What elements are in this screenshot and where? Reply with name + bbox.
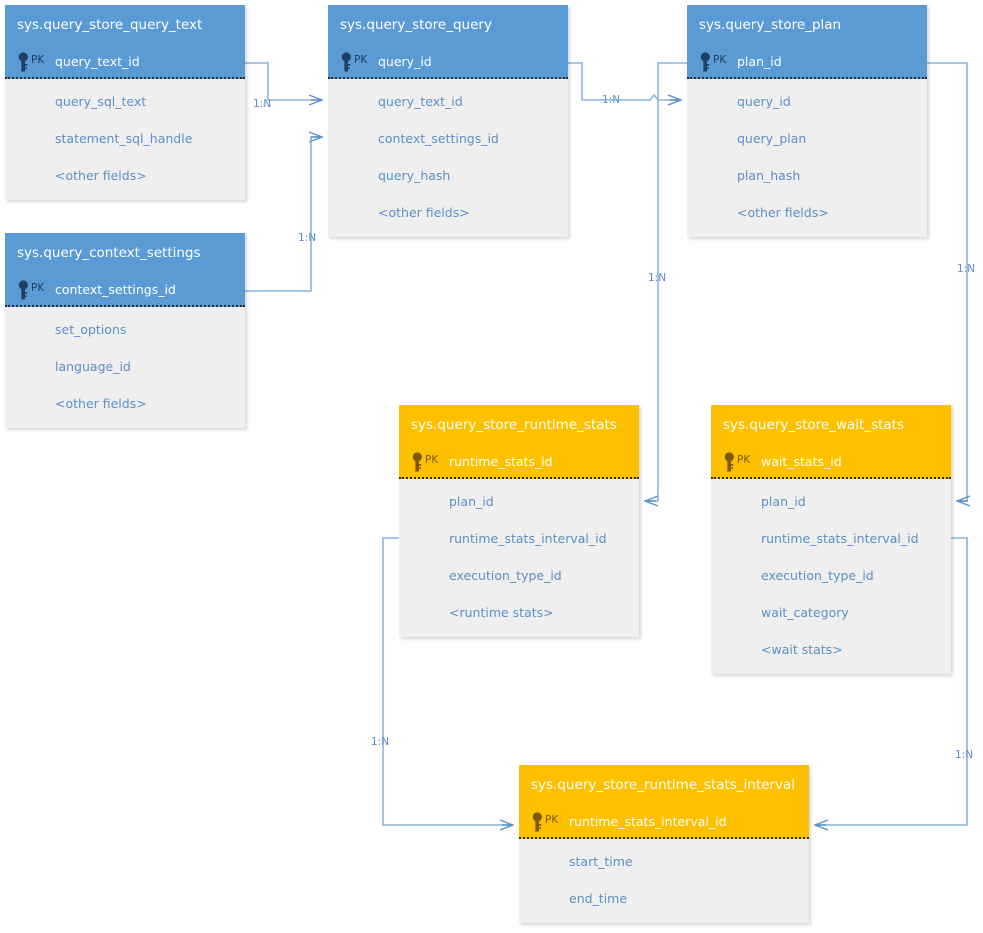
pk-tag: PK [354, 54, 368, 66]
cardinality-label-r3: 1:N [602, 94, 620, 106]
entity-title: sys.query_store_runtime_stats_interval [519, 765, 809, 805]
entity-field[interactable]: plan_hash [737, 168, 801, 183]
cardinality-label-r4: 1:N [648, 272, 666, 284]
pk-field-name: query_text_id [55, 54, 140, 69]
entity-field[interactable]: query_plan [737, 131, 807, 146]
relationship-plan-to-runtime-stats [645, 62, 687, 501]
entity-field[interactable]: query_id [737, 94, 791, 109]
relationship-query-text-to-query [245, 62, 322, 100]
entity-title: sys.query_store_query [328, 5, 568, 45]
entity-field[interactable]: <runtime stats> [449, 605, 554, 620]
pk-tag: PK [713, 54, 727, 66]
entity-field[interactable]: start_time [569, 854, 633, 869]
pk-tag: PK [737, 454, 751, 466]
entity-field[interactable]: runtime_stats_interval_id [449, 531, 607, 546]
entity-field[interactable]: set_options [55, 322, 127, 337]
pk-tag: PK [31, 282, 45, 294]
entity-field-list: query_id query_plan plan_hash <other fields… [687, 79, 927, 237]
primary-key-icon [412, 452, 422, 472]
cardinality-label-r7: 1:N [955, 749, 973, 761]
entity-field-list: query_text_id context_settings_id query_ha… [328, 79, 568, 237]
cardinality-label-r5: 1:N [957, 263, 975, 275]
entity-field[interactable]: <other fields> [55, 396, 147, 411]
primary-key-icon [700, 52, 710, 72]
entity-field[interactable]: query_text_id [378, 94, 463, 109]
entity-primary-key-row[interactable]: PK runtime_stats_id [399, 445, 639, 479]
pk-tag: PK [425, 454, 439, 466]
entity-field[interactable]: runtime_stats_interval_id [761, 531, 919, 546]
entity-field-list: start_time end_time [519, 839, 809, 923]
entity-field[interactable]: wait_category [761, 605, 849, 620]
entity-field[interactable]: language_id [55, 359, 131, 374]
pk-field-name: runtime_stats_interval_id [569, 814, 727, 829]
relationship-query-to-plan [568, 62, 681, 100]
entity-title: sys.query_store_wait_stats [711, 405, 951, 445]
entity-title: sys.query_context_settings [5, 233, 245, 273]
entity-field[interactable]: statement_sql_handle [55, 131, 193, 146]
primary-key-icon [18, 52, 28, 72]
pk-tag: PK [545, 814, 559, 826]
entity-field[interactable]: context_settings_id [378, 131, 499, 146]
entity-title: sys.query_store_plan [687, 5, 927, 45]
entity-primary-key-row[interactable]: PK plan_id [687, 45, 927, 79]
entity-field[interactable]: query_sql_text [55, 94, 147, 109]
pk-field-name: query_id [378, 54, 432, 69]
primary-key-icon [341, 52, 351, 72]
pk-field-name: context_settings_id [55, 282, 176, 297]
cardinality-label-r6: 1:N [371, 736, 389, 748]
entity-primary-key-row[interactable]: PK query_text_id [5, 45, 245, 79]
entity-field[interactable]: <other fields> [378, 205, 470, 220]
entity-primary-key-row[interactable]: PK runtime_stats_interval_id [519, 805, 809, 839]
entity-field-list: plan_id runtime_stats_interval_id executio… [711, 479, 951, 674]
entity-field[interactable]: execution_type_id [449, 568, 562, 583]
primary-key-icon [532, 812, 542, 832]
entity-primary-key-row[interactable]: PK context_settings_id [5, 273, 245, 307]
entity-field[interactable]: plan_id [761, 494, 806, 509]
relationship-context-settings-to-query [245, 137, 322, 292]
entity-title: sys.query_store_runtime_stats [399, 405, 639, 445]
entity-field-list: plan_id runtime_stats_interval_id executio… [399, 479, 639, 637]
cardinality-label-r1: 1:N [253, 98, 271, 110]
primary-key-icon [18, 280, 28, 300]
pk-field-name: wait_stats_id [761, 454, 842, 469]
pk-field-name: runtime_stats_id [449, 454, 553, 469]
entity-field[interactable]: query_hash [378, 168, 451, 183]
cardinality-label-r2: 1:N [298, 232, 316, 244]
entity-field[interactable]: <other fields> [55, 168, 147, 183]
pk-field-name: plan_id [737, 54, 782, 69]
entity-field-list: set_options language_id <other fields> [5, 307, 245, 428]
entity-primary-key-row[interactable]: PK query_id [328, 45, 568, 79]
entity-field[interactable]: <other fields> [737, 205, 829, 220]
entity-field[interactable]: plan_id [449, 494, 494, 509]
primary-key-icon [724, 452, 734, 472]
entity-field[interactable]: end_time [569, 891, 628, 906]
entity-primary-key-row[interactable]: PK wait_stats_id [711, 445, 951, 479]
entity-title: sys.query_store_query_text [5, 5, 245, 45]
pk-tag: PK [31, 54, 45, 66]
entity-field-list: query_sql_text statement_sql_handle <other… [5, 79, 245, 200]
entity-field[interactable]: execution_type_id [761, 568, 874, 583]
entity-field[interactable]: <wait stats> [761, 642, 843, 657]
